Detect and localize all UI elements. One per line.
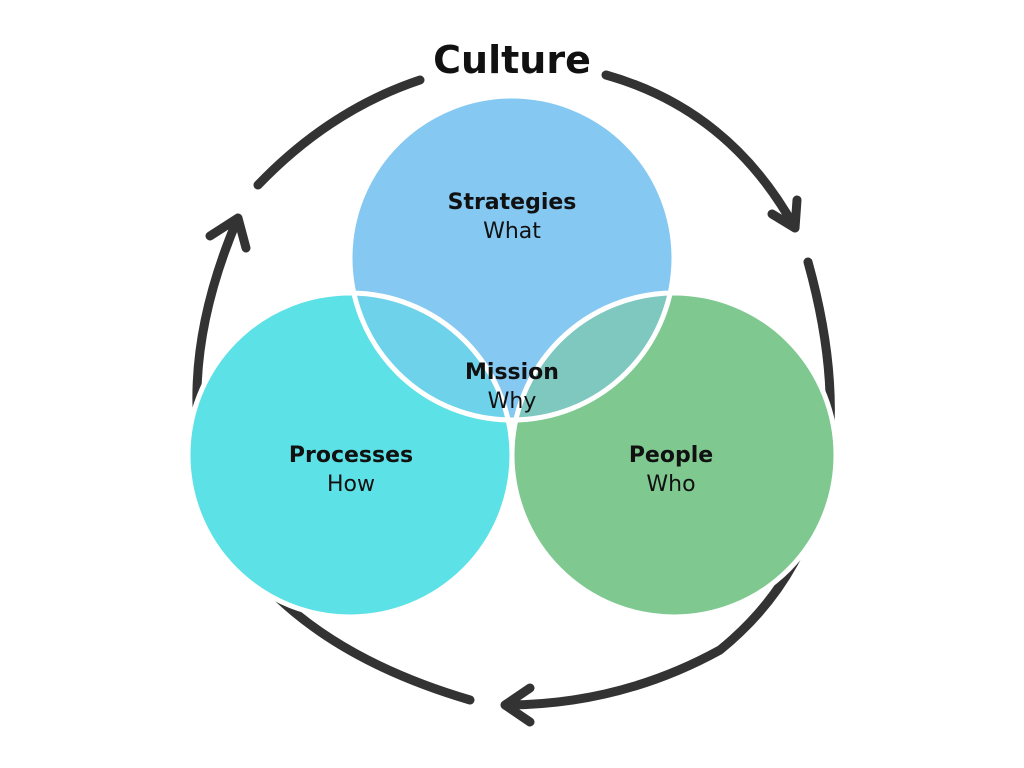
people-title: People — [628, 443, 714, 468]
processes-title: Processes — [288, 443, 414, 468]
strategies-label: Strategies What — [412, 188, 612, 246]
overlap-strategies-processes — [350, 293, 512, 420]
strategies-title: Strategies — [447, 190, 577, 215]
mission-subtitle: Why — [487, 389, 537, 414]
strategies-subtitle: What — [483, 219, 541, 244]
arrow-top-right — [601, 70, 802, 233]
overlap-strategies-people — [512, 293, 674, 420]
people-label: People Who — [571, 441, 771, 499]
arrow-right — [500, 257, 835, 727]
people-subtitle: Who — [646, 472, 696, 497]
arrow-top-left — [253, 75, 425, 190]
mission-label: Mission Why — [412, 358, 612, 416]
mission-title: Mission — [465, 360, 559, 385]
culture-title: Culture — [433, 38, 591, 82]
processes-subtitle: How — [327, 472, 375, 497]
processes-label: Processes How — [251, 441, 451, 499]
